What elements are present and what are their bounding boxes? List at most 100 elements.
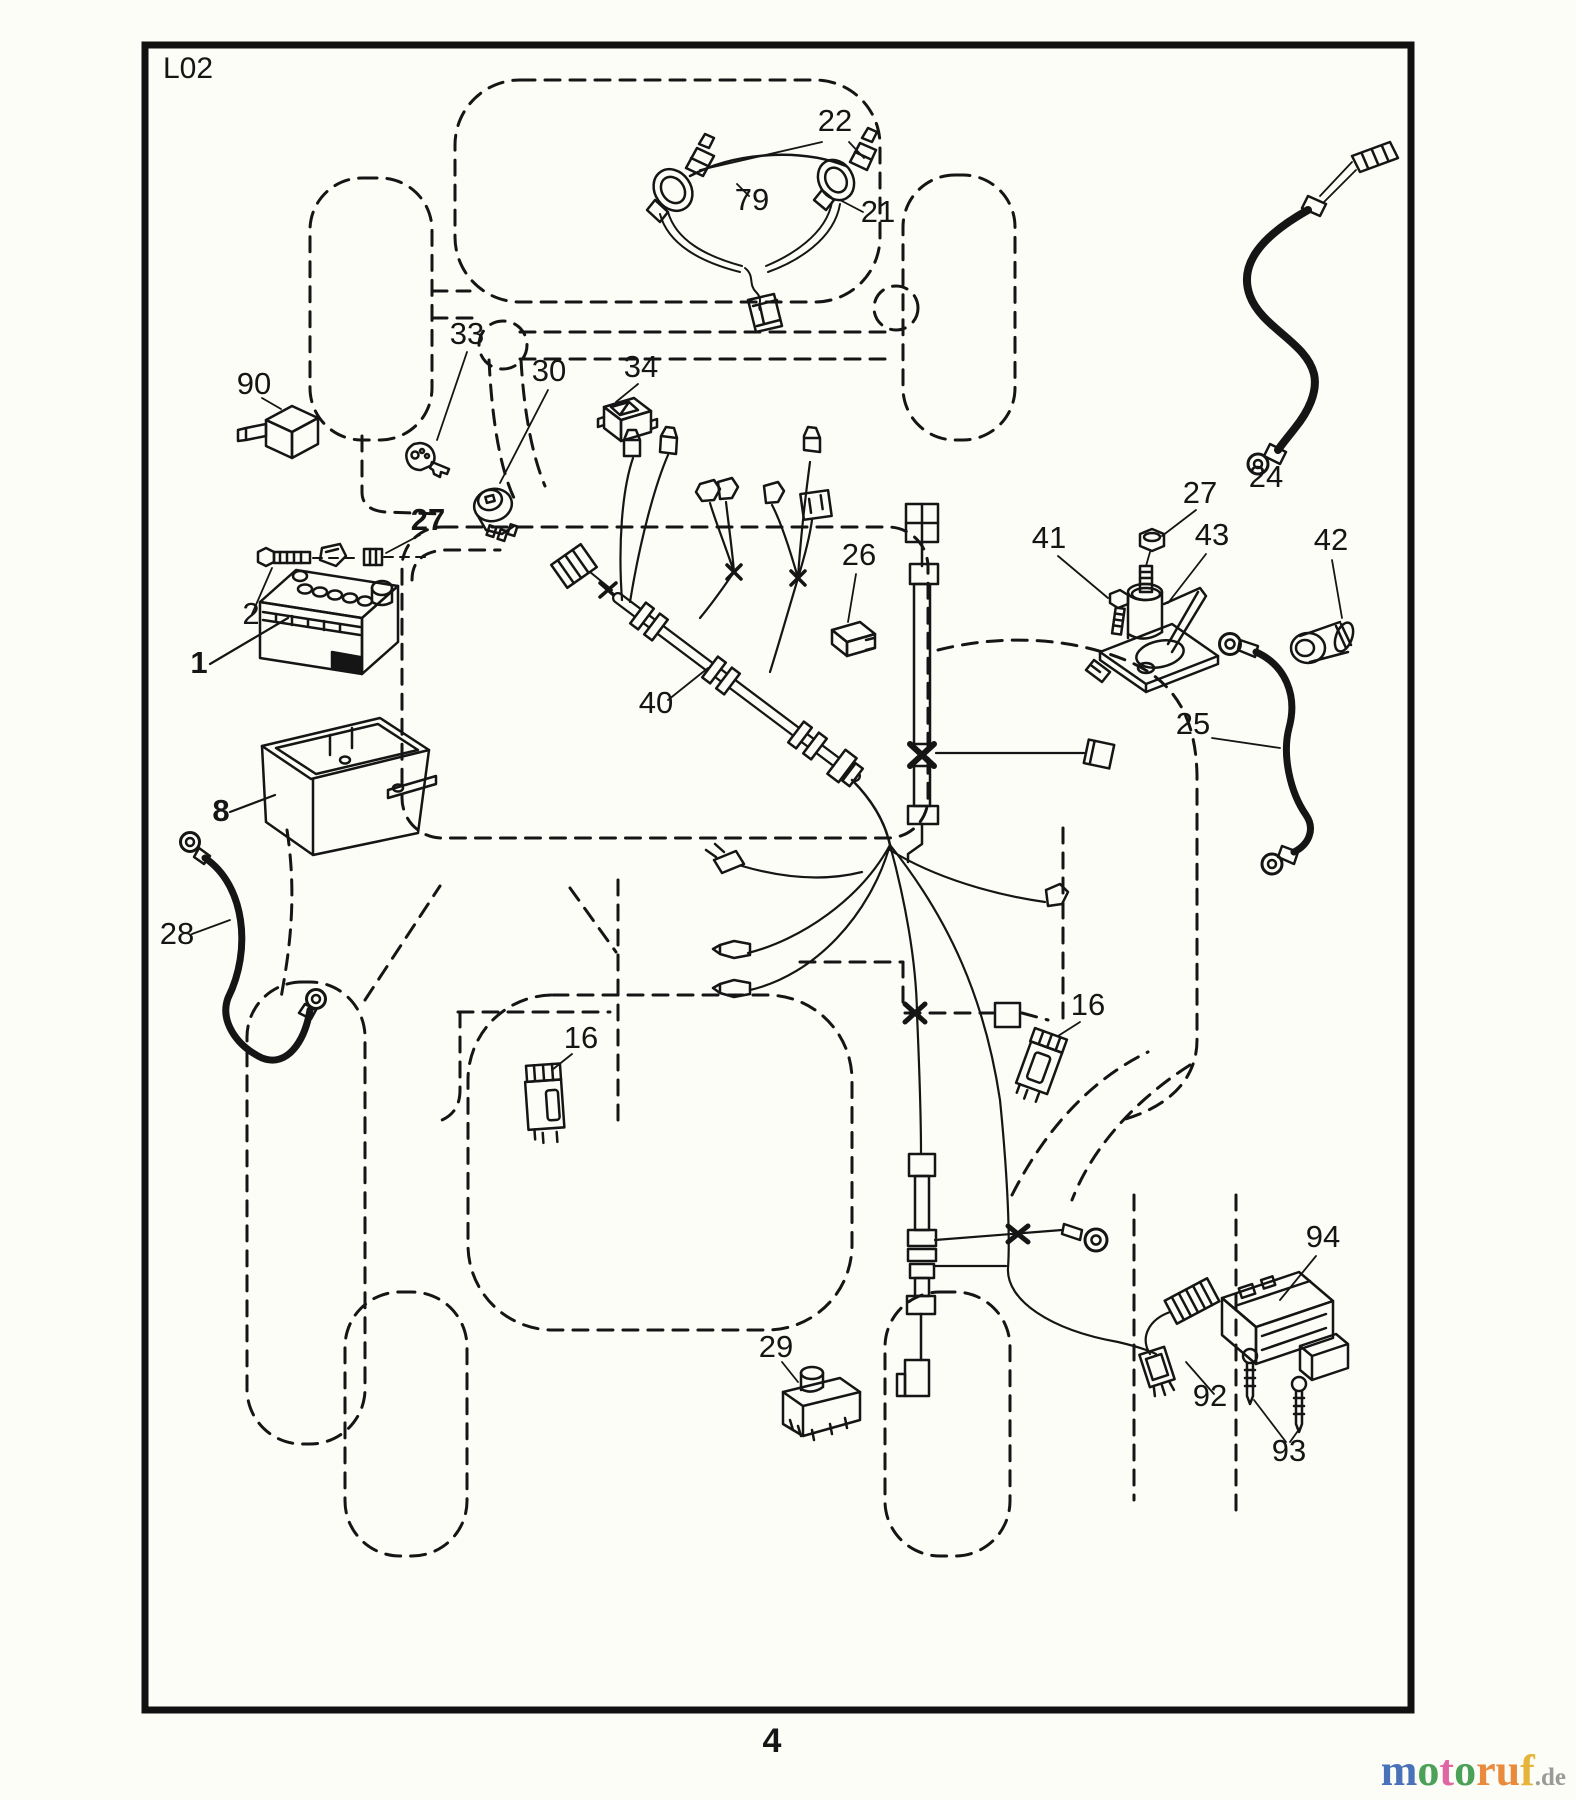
wm-letter: f [1520, 1746, 1536, 1795]
callout-93: 93 [1272, 1433, 1306, 1468]
callout-26: 26 [842, 537, 876, 572]
engine-ground-cable [1211, 632, 1314, 876]
callout-1: 1 [190, 645, 207, 680]
wm-letter: o [1417, 1746, 1439, 1795]
leader-34 [615, 383, 639, 403]
solenoid-bolt [1108, 588, 1130, 610]
callout-79: 79 [735, 182, 769, 217]
leader-27-solenoid [1161, 509, 1197, 537]
callout-25: 25 [1176, 706, 1210, 741]
callout-22: 22 [818, 103, 852, 138]
leader-92 [1185, 1361, 1215, 1395]
leader-40 [667, 667, 709, 701]
starter-solenoid-group [1057, 509, 1355, 694]
wm-suffix: .de [1535, 1764, 1566, 1791]
callout-2: 2 [242, 596, 259, 631]
callout-8: 8 [212, 793, 229, 828]
blade-terminal [658, 425, 679, 456]
watermark-logo: motoruf.de [1381, 1746, 1566, 1795]
right-cross-lines [1010, 1050, 1192, 1202]
dash-hole-left [477, 319, 529, 371]
footrest-diagonal [363, 884, 442, 1002]
seat-pan-outline [466, 993, 854, 1332]
callout-94: 94 [1306, 1219, 1340, 1254]
callout-34: 34 [624, 349, 658, 384]
ignition-key [405, 351, 468, 479]
dash-panel-outline [430, 289, 895, 361]
leader-lines-headlights [699, 141, 865, 213]
solenoid-nut [1138, 527, 1166, 553]
rear-wheel-left [343, 1290, 469, 1558]
blade-terminal [762, 480, 786, 505]
left-fender-outline [308, 176, 434, 442]
wm-letter: t [1439, 1746, 1454, 1795]
leader-16-left [551, 1053, 573, 1071]
wm-letter: m [1381, 1746, 1418, 1795]
main-harness [549, 425, 1158, 1356]
splice-x-bold [907, 741, 937, 769]
callout-16-left: 16 [564, 1020, 598, 1055]
right-rail [936, 638, 1199, 1122]
hour-meter-group [1138, 1255, 1350, 1443]
callout-27-solenoid: 27 [1183, 475, 1217, 510]
callout-43: 43 [1195, 517, 1229, 552]
starter-cable [1242, 140, 1400, 476]
battery-box [228, 716, 438, 857]
leader-25 [1211, 737, 1281, 749]
leader-16-right [1057, 1021, 1081, 1037]
lower-harness-chain [895, 1152, 1109, 1398]
headlight-wiring [645, 126, 879, 334]
leader-26 [847, 573, 857, 623]
leader-29 [781, 1361, 799, 1383]
ground-cable [179, 831, 327, 1064]
hood-outline [453, 78, 882, 304]
leader-33 [436, 351, 468, 441]
callout-42: 42 [1314, 522, 1348, 557]
leader-30 [499, 389, 549, 484]
meter-bracket [1298, 1332, 1350, 1382]
callout-33: 33 [450, 316, 484, 351]
callout-24: 24 [1249, 459, 1283, 494]
leader-90 [261, 397, 282, 410]
leader-8 [228, 793, 277, 814]
callout-16-right: 16 [1071, 987, 1105, 1022]
rear-wheel-right [883, 1290, 1012, 1558]
frame-outline [400, 525, 930, 840]
center-vertical-harness [904, 502, 1116, 864]
callout-90: 90 [237, 366, 271, 401]
blade-terminal [622, 428, 642, 458]
callout-92: 92 [1193, 1378, 1227, 1413]
callout-40: 40 [639, 685, 673, 720]
page-number: 4 [763, 1722, 782, 1760]
leader-94 [1279, 1255, 1317, 1301]
inline-connector [993, 1001, 1022, 1029]
center-dash-lines [440, 878, 620, 1130]
bottom-right-drop-lines [1132, 1193, 1238, 1522]
leader-27-battery [385, 534, 421, 554]
left-rail [279, 828, 294, 1000]
leader-28 [191, 919, 231, 935]
splice-x-bold [902, 1001, 928, 1025]
leader-41 [1057, 555, 1109, 599]
splice-x-2 [725, 563, 807, 587]
blade-terminal [1044, 882, 1070, 908]
blade-terminal [802, 425, 822, 454]
wm-letter: o [1454, 1746, 1476, 1795]
sheet-code: L02 [163, 52, 213, 85]
interlock-connector-left [523, 1053, 573, 1145]
leader-43 [1167, 553, 1207, 604]
callout-28: 28 [160, 916, 194, 951]
relay [236, 397, 320, 460]
mid-dash-lines [798, 960, 1050, 1022]
leader-93 [1253, 1399, 1301, 1443]
callout-41: 41 [1032, 520, 1066, 555]
blade-terminal [716, 476, 740, 501]
splice-x-bold [1005, 1223, 1031, 1245]
running-board-left [245, 980, 367, 1446]
dash-hole-right [872, 284, 920, 332]
chassis-outline [245, 78, 1238, 1558]
interlock-connector-right [902, 1001, 1081, 1103]
two-prong-connector [704, 842, 746, 875]
